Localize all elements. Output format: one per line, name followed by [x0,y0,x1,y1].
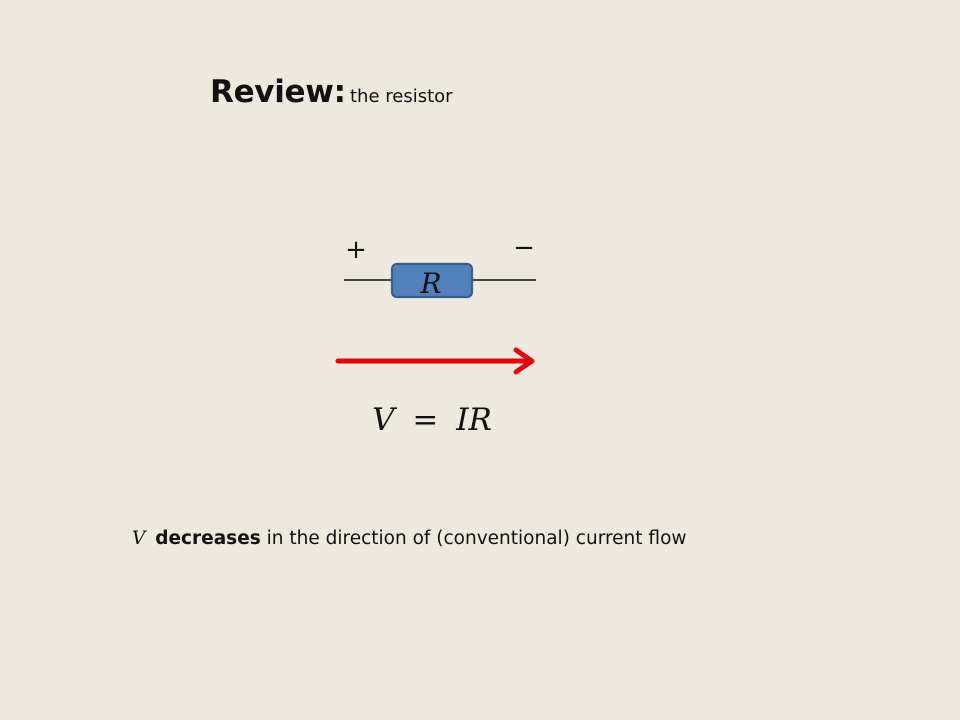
ohms-law-equation: V = IR [372,402,492,438]
resistor-label: R [419,267,441,300]
current-arrow [335,347,535,375]
caption-rest: in the direction of (conventional) curre… [266,528,687,549]
current-arrow-head [513,347,535,375]
plus-sign: + [345,235,367,265]
equation-equals: = [412,402,438,438]
caption: V decreases in the direction of (convent… [132,528,687,549]
equation-lhs: V [372,402,398,438]
resistor-body [390,262,474,299]
equation-rhs: IR [455,402,492,438]
caption-emphasis: decreases [155,528,261,549]
caption-variable: V [132,528,146,549]
minus-sign: − [513,233,535,263]
slide-title: Review: [210,74,346,110]
slide-subtitle: the resistor [350,86,453,107]
